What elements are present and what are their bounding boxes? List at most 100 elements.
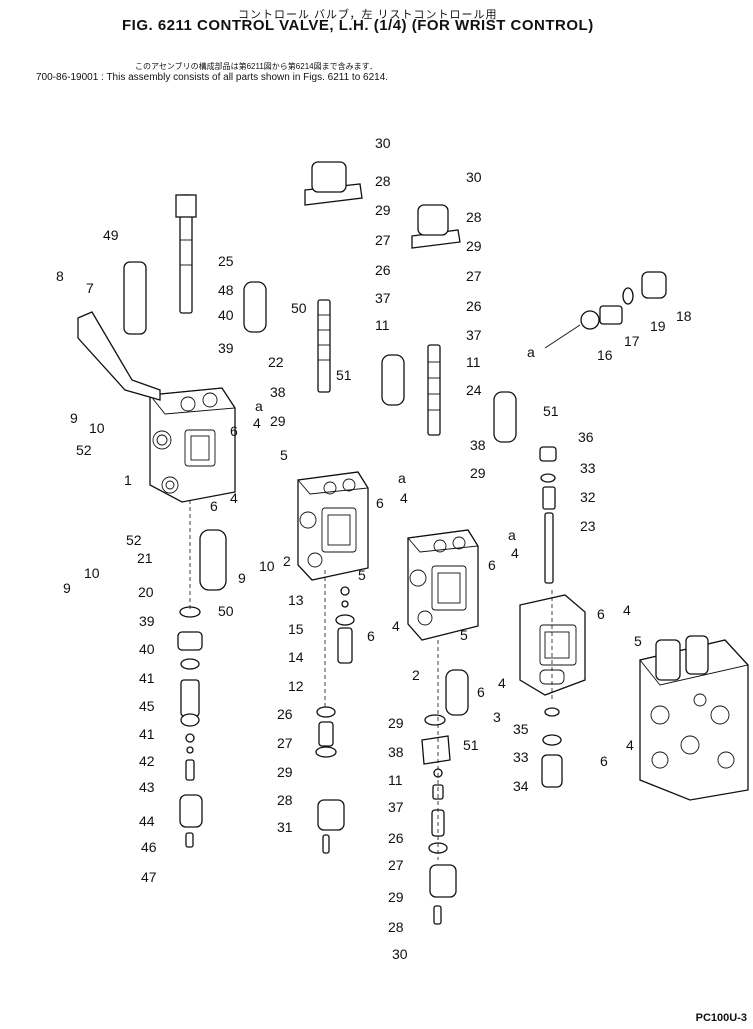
callout-4: 4 bbox=[626, 737, 634, 753]
callout-26: 26 bbox=[466, 298, 482, 314]
callout-11: 11 bbox=[466, 354, 481, 370]
callout-6: 6 bbox=[477, 684, 485, 700]
callout-29: 29 bbox=[277, 764, 293, 780]
callout-a: a bbox=[255, 398, 263, 414]
callout-1: 1 bbox=[124, 472, 132, 488]
valve-body-3 bbox=[519, 594, 586, 696]
middle-lower-parts-stack bbox=[315, 586, 355, 854]
callout-37: 37 bbox=[466, 327, 482, 343]
callout-25: 25 bbox=[218, 253, 234, 269]
callout-6: 6 bbox=[600, 753, 608, 769]
spool-24 bbox=[427, 344, 441, 436]
callout-29: 29 bbox=[270, 413, 286, 429]
callout-26: 26 bbox=[375, 262, 391, 278]
callout-9: 9 bbox=[63, 580, 71, 596]
callout-39: 39 bbox=[139, 613, 155, 629]
callout-7: 7 bbox=[86, 280, 94, 296]
callout-19: 19 bbox=[650, 318, 666, 334]
callout-40: 40 bbox=[139, 641, 155, 657]
check-valve-group bbox=[580, 271, 667, 330]
callout-29: 29 bbox=[388, 715, 404, 731]
callout-27: 27 bbox=[388, 857, 404, 873]
callout-23: 23 bbox=[580, 518, 596, 534]
callout-28: 28 bbox=[375, 173, 391, 189]
callout-16: 16 bbox=[597, 347, 613, 363]
callout-5: 5 bbox=[634, 633, 642, 649]
valve-body-2-lower bbox=[407, 529, 479, 641]
callout-11: 11 bbox=[388, 772, 403, 788]
callout-20: 20 bbox=[138, 584, 154, 600]
callout-37: 37 bbox=[375, 290, 391, 306]
callout-26: 26 bbox=[277, 706, 293, 722]
figure-title: FIG. 6211 CONTROL VALVE, L.H. (1/4) (FOR… bbox=[122, 17, 594, 34]
callout-40: 40 bbox=[218, 307, 234, 323]
callout-12: 12 bbox=[288, 678, 304, 694]
assembly-note-text: This assembly consists of all parts show… bbox=[106, 72, 389, 83]
callout-2: 2 bbox=[412, 667, 420, 683]
callout-9: 9 bbox=[238, 570, 246, 586]
callout-15: 15 bbox=[288, 621, 304, 637]
valve-49 bbox=[123, 261, 147, 335]
callout-29: 29 bbox=[375, 202, 391, 218]
callout-33: 33 bbox=[580, 460, 596, 476]
plug-50-b bbox=[199, 529, 227, 591]
callout-5: 5 bbox=[280, 447, 288, 463]
spool-22 bbox=[317, 299, 331, 393]
callout-22: 22 bbox=[268, 354, 284, 370]
callout-10: 10 bbox=[89, 420, 105, 436]
callout-47: 47 bbox=[141, 869, 157, 885]
callout-5: 5 bbox=[358, 567, 366, 583]
callout-50: 50 bbox=[291, 300, 307, 316]
callout-39: 39 bbox=[218, 340, 234, 356]
callout-2: 2 bbox=[283, 553, 291, 569]
callout-8: 8 bbox=[56, 268, 64, 284]
callout-29: 29 bbox=[470, 465, 486, 481]
callout-38: 38 bbox=[270, 384, 286, 400]
cap-28-right bbox=[411, 204, 461, 249]
callout-27: 27 bbox=[375, 232, 391, 248]
assembly-part-number: 700-86-19001 bbox=[36, 72, 99, 83]
callout-34: 34 bbox=[513, 778, 529, 794]
cap-28-bottom-a bbox=[317, 799, 345, 831]
callout-28: 28 bbox=[388, 919, 404, 935]
callout-30: 30 bbox=[375, 135, 391, 151]
callout-52: 52 bbox=[76, 442, 92, 458]
callout-6: 6 bbox=[230, 423, 238, 439]
callout-36: 36 bbox=[578, 429, 594, 445]
valve-body-2-upper bbox=[297, 471, 369, 581]
assembled-valve-view bbox=[639, 635, 749, 801]
callout-21: 21 bbox=[137, 550, 153, 566]
callout-9: 9 bbox=[70, 410, 78, 426]
japanese-title: コントロール バルブ，左 リストコントロール用 bbox=[238, 9, 498, 21]
plug-50-a bbox=[243, 281, 267, 333]
callout-28: 28 bbox=[466, 209, 482, 225]
plug-51-a bbox=[381, 354, 405, 406]
callout-41: 41 bbox=[139, 670, 155, 686]
callout-29: 29 bbox=[466, 238, 482, 254]
callout-35: 35 bbox=[513, 721, 529, 737]
callout-32: 32 bbox=[580, 489, 596, 505]
callout-29: 29 bbox=[388, 889, 404, 905]
model-code: PC100U-3 bbox=[695, 1012, 747, 1024]
callout-43: 43 bbox=[139, 779, 155, 795]
callout-26: 26 bbox=[388, 830, 404, 846]
callout-50: 50 bbox=[218, 603, 234, 619]
right-lower-parts-stack bbox=[539, 446, 563, 788]
callout-6: 6 bbox=[367, 628, 375, 644]
callout-44: 44 bbox=[139, 813, 155, 829]
callout-30: 30 bbox=[392, 946, 408, 962]
callout-24: 24 bbox=[466, 382, 482, 398]
plug-51-c bbox=[445, 669, 469, 716]
callout-31: 31 bbox=[277, 819, 293, 835]
callout-5: 5 bbox=[460, 627, 468, 643]
callout-41: 41 bbox=[139, 726, 155, 742]
callout-27: 27 bbox=[277, 735, 293, 751]
callout-45: 45 bbox=[139, 698, 155, 714]
callout-6: 6 bbox=[210, 498, 218, 514]
callout-4: 4 bbox=[498, 675, 506, 691]
callout-51: 51 bbox=[463, 737, 479, 753]
assembly-note: 700-86-19001 : This assembly consists of… bbox=[36, 72, 389, 83]
callout-17: 17 bbox=[624, 333, 640, 349]
arrow-a-check-valve bbox=[544, 324, 581, 349]
callout-4: 4 bbox=[253, 415, 261, 431]
